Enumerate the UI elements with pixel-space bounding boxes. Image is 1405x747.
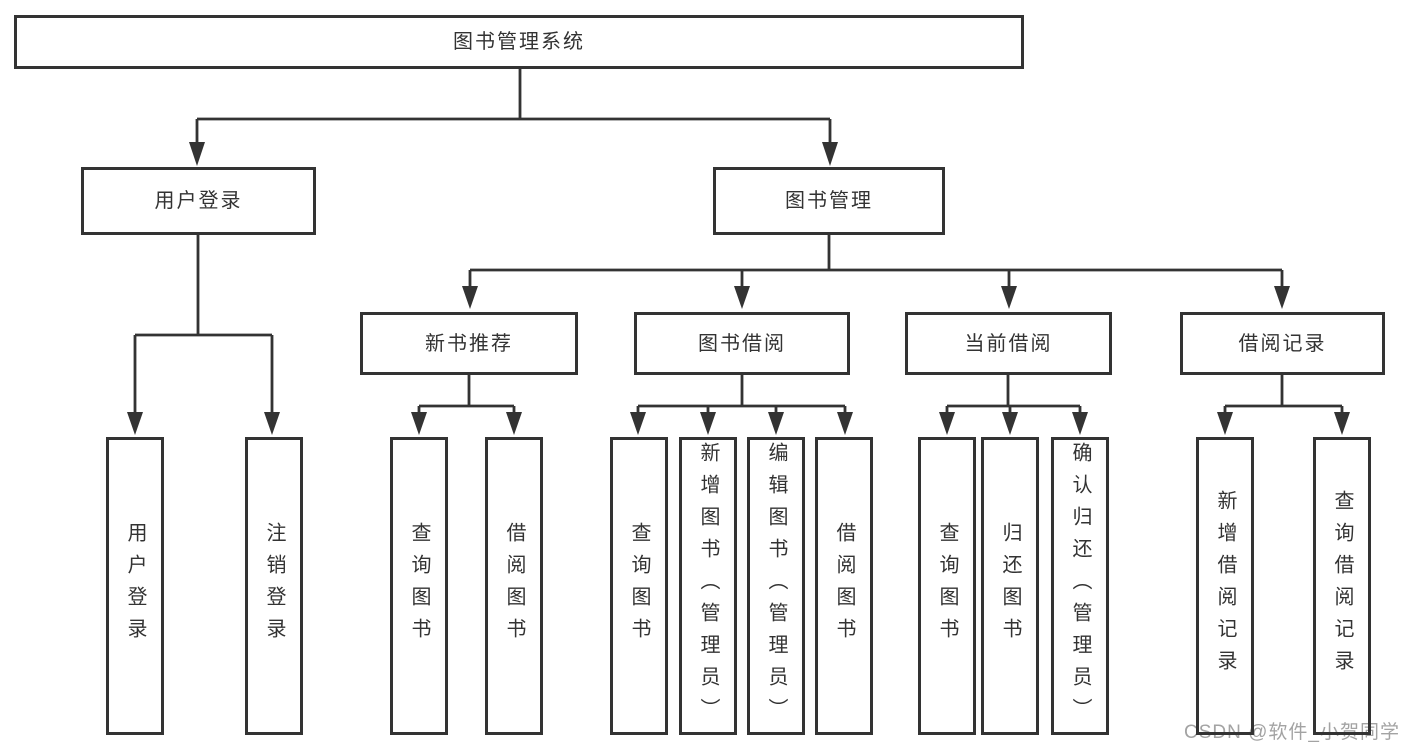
node-label: 当前借阅: [964, 332, 1053, 355]
node-label: 借阅图书: [503, 522, 525, 650]
leaf-return-book: 归还图书: [981, 437, 1039, 735]
node-label: 编辑图书（管理员）: [765, 442, 787, 730]
node-label: 归还图书: [999, 522, 1021, 650]
node-label: 图书管理: [785, 190, 873, 212]
node-label: 借阅记录: [1238, 332, 1327, 355]
leaf-add-borrow-record: 新增借阅记录: [1196, 437, 1254, 735]
node-label: 注销登录: [263, 522, 285, 650]
node-label: 查询图书: [628, 522, 650, 650]
node-label: 新增图书（管理员）: [697, 442, 719, 730]
node-new-book-recommend: 新书推荐: [360, 312, 578, 375]
node-label: 图书借阅: [698, 332, 786, 355]
arrowhead-icons: [127, 142, 1350, 435]
node-label: 新书推荐: [425, 332, 513, 355]
node-label: 用户登录: [154, 190, 243, 212]
leaf-borrow-book-recommend: 借阅图书: [485, 437, 543, 735]
node-label: 查询图书: [936, 522, 958, 650]
node-label: 新增借阅记录: [1214, 490, 1236, 682]
leaf-query-book-borrow: 查询图书: [610, 437, 668, 735]
leaf-user-login: 用户登录: [106, 437, 164, 735]
leaf-query-borrow-record: 查询借阅记录: [1313, 437, 1371, 735]
leaf-edit-book-admin: 编辑图书（管理员）: [747, 437, 805, 735]
node-book-borrow: 图书借阅: [634, 312, 850, 375]
leaf-query-book-recommend: 查询图书: [390, 437, 448, 735]
leaf-query-book-current: 查询图书: [918, 437, 976, 735]
node-label: 查询图书: [408, 522, 430, 650]
node-user-login: 用户登录: [81, 167, 316, 235]
watermark: CSDN @软件_小贺同学: [1184, 722, 1400, 743]
node-label: 图书管理系统: [453, 31, 585, 53]
node-root-system: 图书管理系统: [14, 15, 1024, 69]
leaf-confirm-return-admin: 确认归还（管理员）: [1051, 437, 1109, 735]
node-label: 借阅图书: [833, 522, 855, 650]
leaf-add-book-admin: 新增图书（管理员）: [679, 437, 737, 735]
node-borrow-records: 借阅记录: [1180, 312, 1385, 375]
node-label: 用户登录: [124, 522, 146, 650]
leaf-borrow-book: 借阅图书: [815, 437, 873, 735]
node-book-management: 图书管理: [713, 167, 945, 235]
node-label: 确认归还（管理员）: [1069, 442, 1091, 730]
leaf-logout: 注销登录: [245, 437, 303, 735]
node-current-borrow: 当前借阅: [905, 312, 1112, 375]
node-label: 查询借阅记录: [1331, 490, 1353, 682]
